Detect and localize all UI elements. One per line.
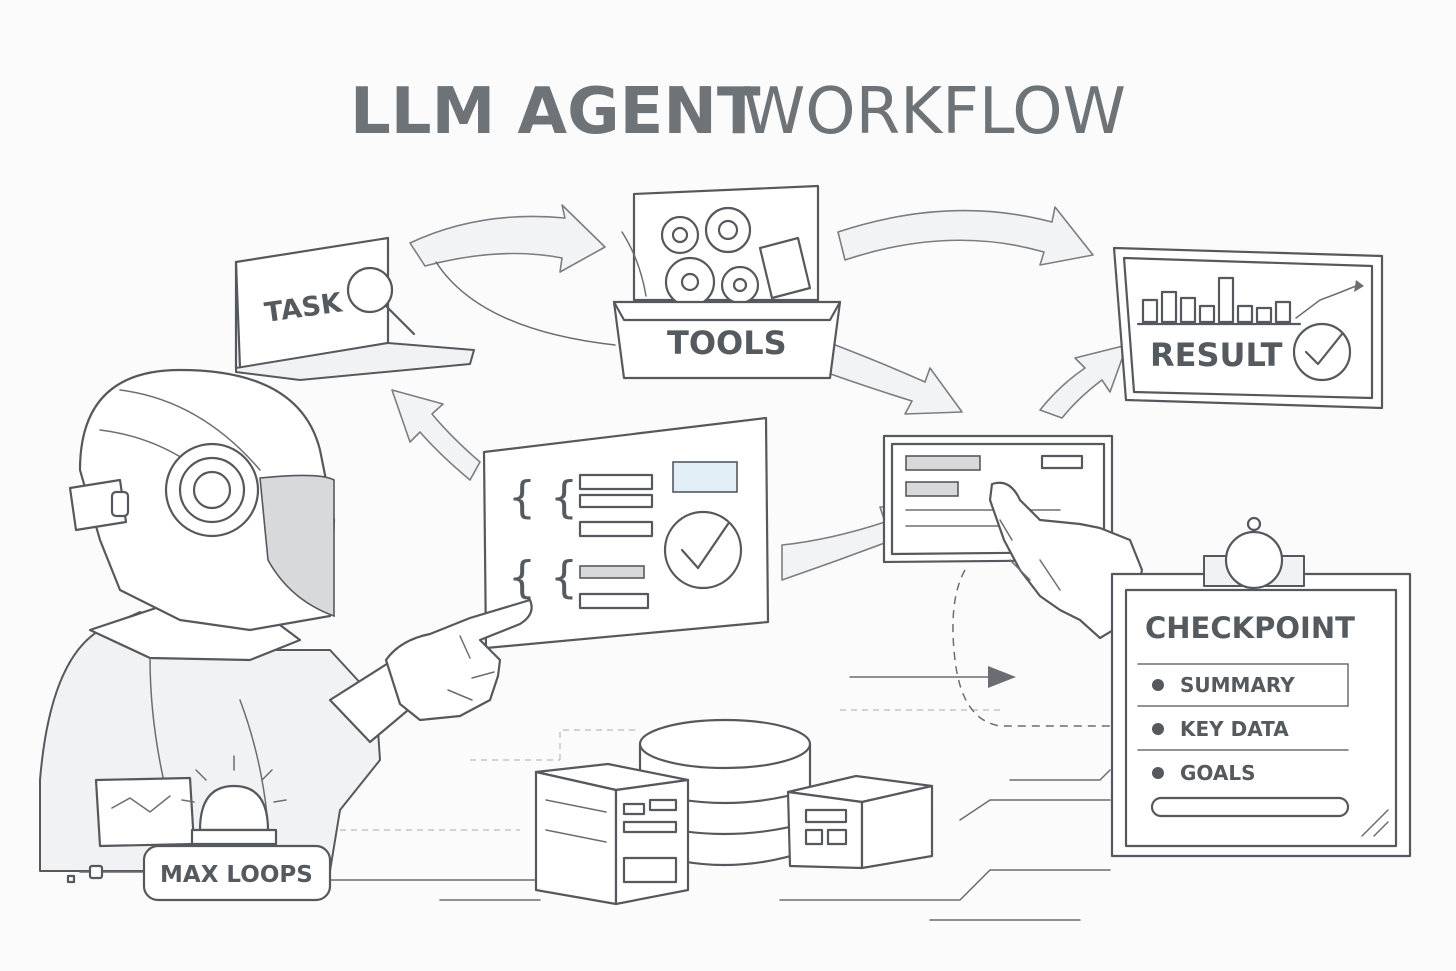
plan-panel: { { { { (482, 416, 770, 650)
bar-chart-icon (1136, 276, 1364, 326)
server-box-left (534, 762, 690, 906)
max-loops-badge: MAX LOOPS (79, 844, 332, 902)
checkpoint-title: CHECKPOINT (1145, 611, 1355, 645)
checkpoint-item-summary: SUMMARY (1152, 673, 1295, 697)
arrow-tools-to-execution (824, 342, 963, 415)
arrow-task-to-tools (409, 204, 606, 273)
dashed-link-execution-checkpoint (952, 569, 1120, 727)
arrow-tools-to-result (837, 206, 1094, 266)
result-node: RESULT (1112, 246, 1384, 410)
task-node: TASK (234, 236, 475, 381)
title-bold: LLM AGENT (350, 75, 761, 149)
robot-hand-left (328, 598, 533, 744)
arrow-plan-to-task (391, 389, 481, 481)
curve-task-to-tools-return (435, 261, 616, 346)
tools-label: TOOLS (667, 324, 787, 362)
gears-icon (660, 206, 760, 308)
magnifier-icon (346, 266, 416, 336)
checkpoint-item-label: SUMMARY (1180, 673, 1295, 697)
checkpoint-item-label: GOALS (1180, 761, 1256, 785)
checkpoint-node: CHECKPOINT SUMMARY KEY DATA GOALS (1110, 516, 1412, 858)
robot-hand-right (988, 481, 1144, 640)
alarm-light-icon (94, 755, 287, 848)
code-braces-1: { { (508, 472, 578, 523)
title-light: WORKFLOW (742, 75, 1126, 149)
checkpoint-item-goals: GOALS (1152, 761, 1256, 785)
server-box-right (786, 774, 934, 870)
max-loops-label: MAX LOOPS (160, 862, 313, 888)
tools-node: TOOLS (612, 184, 842, 380)
checkmark-icon (1292, 322, 1352, 382)
result-label: RESULT (1150, 336, 1283, 374)
code-braces-2: { { (508, 552, 578, 603)
checkpoint-feed-arrowhead (988, 666, 1016, 688)
diagram-title: LLM AGENT WORKFLOW (350, 75, 1126, 149)
plan-checkmark-icon (663, 510, 743, 590)
checkpoint-item-label: KEY DATA (1180, 717, 1289, 741)
checkpoint-item-key-data: KEY DATA (1152, 717, 1289, 741)
arrow-execution-to-result (1039, 344, 1128, 419)
